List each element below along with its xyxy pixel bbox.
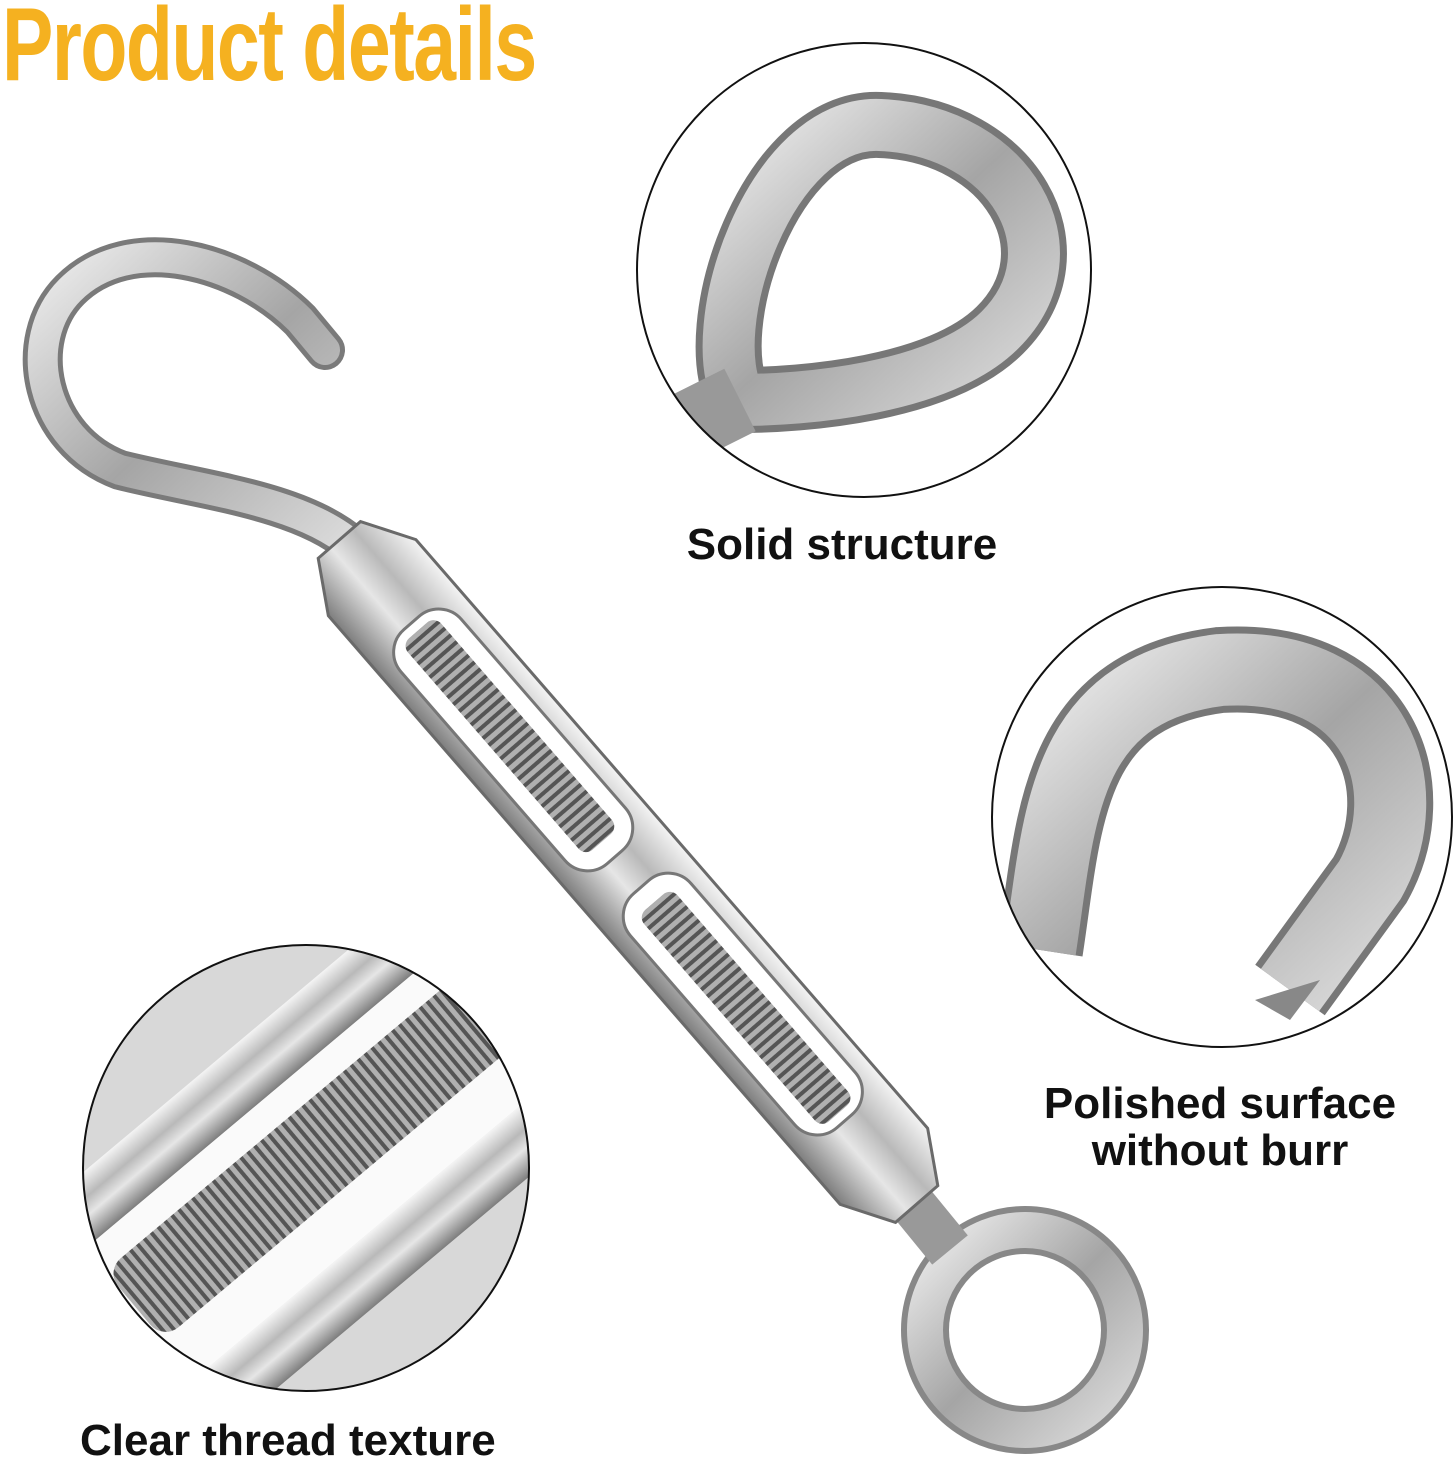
callout-solid-structure [636,42,1092,498]
callout-thread-texture [82,944,530,1392]
label-polished-surface-line1: Polished surface [1043,1079,1397,1128]
thread-upper [405,620,615,853]
thread-lower [641,891,851,1124]
page-title: Product details [2,0,537,103]
callout-polished-surface [991,586,1453,1048]
turnbuckle [22,237,1149,1454]
label-solid-structure: Solid structure [686,520,998,569]
label-clear-thread-texture: Clear thread texture [80,1416,496,1465]
thread-closeup [113,945,529,1332]
label-polished-surface-line2: without burr [1091,1126,1349,1175]
